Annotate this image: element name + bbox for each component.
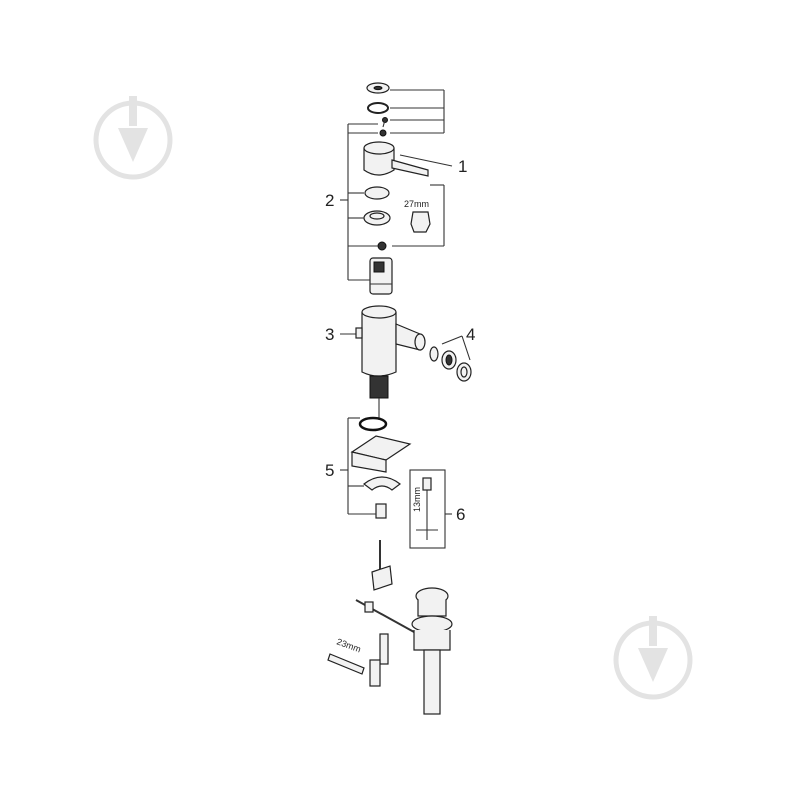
- callout-2: 2: [325, 191, 334, 210]
- watermark-top-left-icon: [93, 96, 173, 180]
- popup-waste: [411, 587, 453, 715]
- base-o-ring: [358, 416, 388, 432]
- supply-hoses: [369, 633, 389, 687]
- aerator-parts: [429, 335, 472, 382]
- o-ring: [367, 102, 389, 114]
- bracket-5: [340, 417, 376, 515]
- key-tool-13mm: [409, 469, 452, 549]
- cartridge: [369, 257, 393, 295]
- dimension-23mm: 23mm: [335, 636, 362, 654]
- dimension-13mm: 13mm: [412, 487, 422, 512]
- dimension-27mm: 27mm: [404, 199, 429, 209]
- horseshoe-washer: [363, 476, 401, 491]
- grub-screw: [379, 129, 387, 137]
- lever-handle: [363, 141, 429, 177]
- hex-nut-27mm: [410, 211, 431, 233]
- linkage-rod: [355, 599, 415, 633]
- callout-4: 4: [466, 325, 475, 344]
- wrench-23mm: [327, 653, 365, 675]
- cap-disc: [366, 82, 390, 94]
- bracket-2: [340, 123, 445, 281]
- mixer-body: [340, 305, 426, 399]
- callout-3: 3: [325, 325, 334, 344]
- lift-rod: [371, 540, 393, 591]
- fixing-nut: [375, 503, 387, 519]
- spindle-screw: [377, 241, 387, 251]
- callout-5: 5: [325, 461, 334, 480]
- callout-6: 6: [456, 505, 465, 524]
- cover-ring: [364, 186, 390, 200]
- bracket-1: [390, 89, 453, 167]
- screw-small: [382, 117, 388, 128]
- callout-1: 1: [458, 157, 467, 176]
- nut-ring: [363, 210, 391, 226]
- mounting-plate: [350, 435, 412, 473]
- watermark-bottom-right-icon: [613, 616, 693, 700]
